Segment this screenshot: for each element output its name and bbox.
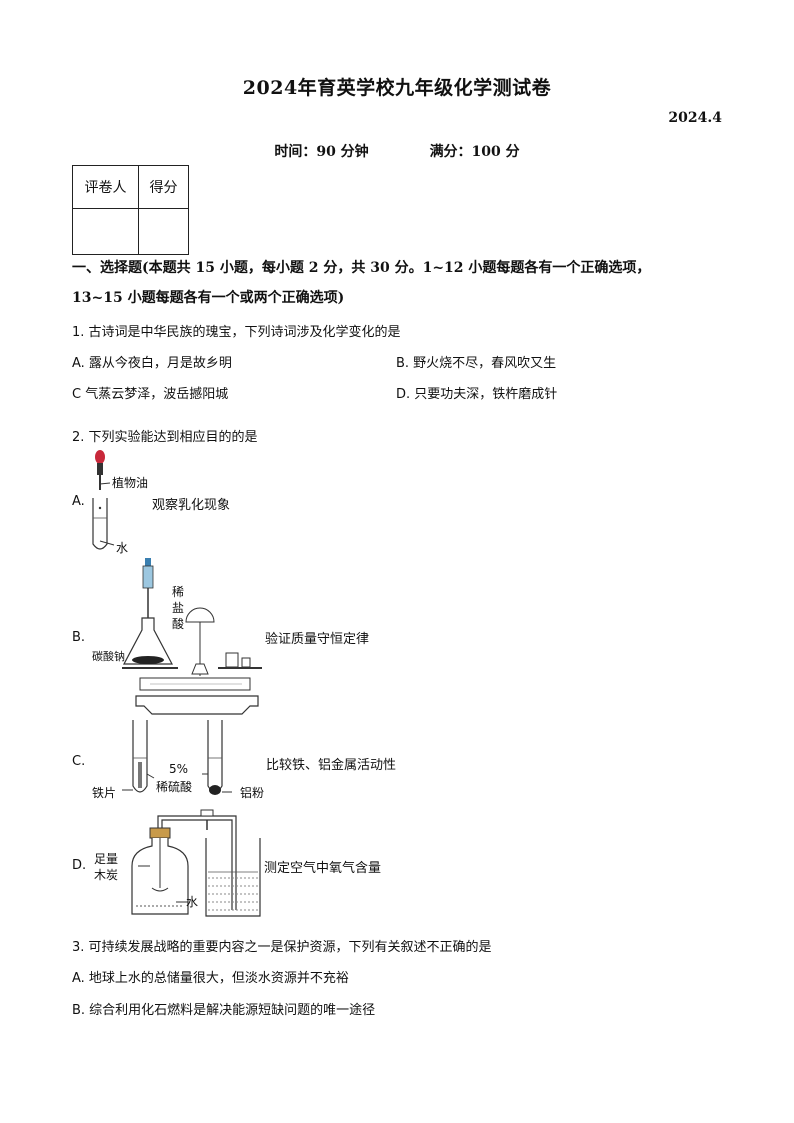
label-sodium-carbonate: 碳酸钠 [92,650,125,663]
pinch-clamp [200,809,214,817]
test-tube [92,498,108,550]
grader-cell[interactable] [72,208,139,255]
label-acid-1: 稀 [172,585,185,599]
exam-full-score: 满分：100 分 [429,144,520,160]
label-oil: 植物油 [112,476,149,490]
weight-large [225,652,239,668]
q3-option-b: B. 综合利用化石燃料是解决能源短缺问题的唯一途径 [72,1003,376,1018]
q2-c-desc: 比较铁、铝金属活动性 [266,758,397,773]
balance-base [135,695,259,715]
section-heading: 一、选择题(本题共 15 小题，每小题 2 分，共 30 分。1~12 小题每题… [72,253,722,313]
score-cell[interactable] [138,208,189,255]
beaker [205,838,261,917]
aluminum-powder [209,785,221,795]
q2-d-letter: D. [72,858,87,873]
q1-option-a: A. 露从今夜白，月是故乡明 [72,356,232,371]
q1-option-b: B. 野火烧不尽，春风吹又生 [396,356,557,371]
emulsion-diagram [92,450,115,550]
right-test-tube [207,720,223,793]
label-water-d: 水 [186,895,199,909]
q2-d-desc: 测定空气中氧气含量 [264,861,382,876]
exam-title: 2024年育英学校九年级化学测试卷 [242,77,552,99]
conical-flask [123,617,173,665]
exam-time: 时间：90 分钟 [274,144,369,160]
q1-option-c: C 气蒸云梦泽，波岳撼阳城 [72,387,229,402]
label-5-percent: 5% [169,762,189,776]
oil-pointer [99,482,111,485]
q3-stem: 3. 可持续发展战略的重要内容之一是保护资源，下列有关叙述不正确的是 [72,940,492,955]
grader-header: 评卷人 [72,165,139,209]
syringe-plunger [145,558,151,566]
connecting-tube [157,815,237,910]
q2-b-desc: 验证质量守恒定律 [265,632,370,647]
q1-option-d: D. 只要功夫深，铁杵磨成针 [396,387,558,402]
label-water-a: 水 [116,541,129,555]
label-acid-3: 酸 [172,617,185,631]
stopper [149,827,171,839]
metal-activity-diagram [122,720,232,795]
q2-b-letter: B. [72,630,86,645]
q2-a-letter: A. [72,494,85,509]
label-dilute-sulfuric: 稀硫酸 [156,780,193,794]
q3-option-a: A. 地球上水的总储量很大，但淡水资源并不充裕 [72,971,349,986]
label-sufficient: 足量 [94,852,119,866]
balance-diagram [122,558,262,715]
score-table: 评卷人 得分 [72,165,189,255]
pointer-dial [185,607,215,623]
iron-strip [138,762,142,788]
score-header: 得分 [138,165,189,209]
q2-a-desc: 观察乳化现象 [152,498,231,513]
oxygen-content-diagram [131,809,261,917]
section-heading-line2: 13~15 小题每题各有一个或两个正确选项) [72,290,345,306]
syringe-barrel [142,565,154,589]
dropper-bulb [95,450,105,464]
q1-stem: 1. 古诗词是中华民族的瑰宝，下列诗词涉及化学变化的是 [72,325,401,340]
dropper-tube [97,463,103,475]
weight-small [241,657,251,668]
label-charcoal: 木炭 [94,868,119,882]
label-iron-strip: 铁片 [92,786,117,800]
label-acid-2: 盐 [172,601,185,615]
water-pointer [99,540,115,546]
q2-c-letter: C. [72,754,86,769]
left-test-tube [132,720,148,793]
exam-date: 2024.4 [668,110,722,126]
label-aluminum: 铝粉 [240,786,265,800]
sodium-carbonate [132,656,164,664]
exam-time-info: 时间：90 分钟 满分：100 分 [0,141,794,161]
q2-stem: 2. 下列实验能达到相应目的的是 [72,430,258,445]
section-heading-line1: 一、选择题(本题共 15 小题，每小题 2 分，共 30 分。1~12 小题每题… [72,260,651,276]
